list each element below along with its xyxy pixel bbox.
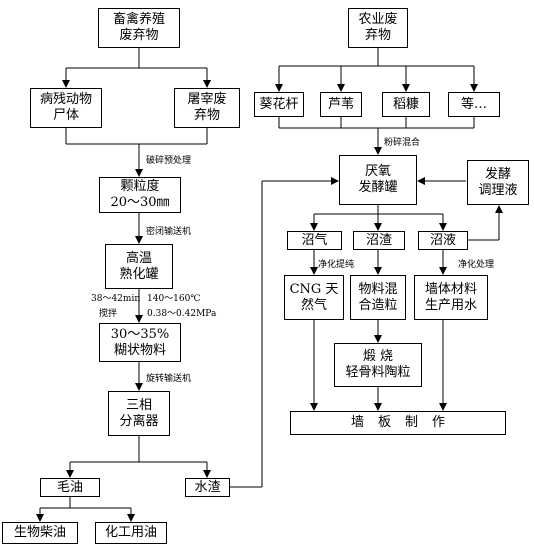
ceramsite-box: 煅 烧 轻骨料陶粒 [334,343,422,387]
sterilizer-box: 高温 熟化罐 [105,244,173,289]
slaughter-waste-box: 屠宰废 弃物 [174,88,240,128]
livestock-waste-box: 畜禽养殖 废弃物 [98,8,180,48]
temperature-label: 140～160℃ [147,294,201,304]
wall-board-box: 墙板制作 [290,411,506,435]
three-phase-separator-box: 三相 分离器 [108,391,170,436]
agricultural-waste-box: 农业废 弃物 [348,8,408,48]
reed-box: 芦苇 [320,92,362,117]
slurry-box: 沼液 [418,231,468,250]
sealed-conveyor-label: 密闭输送机 [146,227,192,237]
purify-extract-label: 净化提纯 [318,260,355,270]
granulation-box: 物料混 合造粒 [350,275,406,320]
fermentation-liquid-box: 发酵 调理液 [467,160,529,205]
sick-dead-animals-box: 病残动物 尸体 [30,88,102,128]
crush-mix-label: 粉碎混合 [384,138,421,148]
stir-label: 搅拌 [99,309,118,319]
etc-box: 等… [448,92,500,117]
chemical-oil-box: 化工用油 [95,522,167,544]
purify-treatment-label: 净化处理 [458,260,495,270]
cng-box: CNG 天 然气 [284,275,344,320]
rotary-conveyor-label: 旋转输送机 [146,374,192,384]
rice-husk-box: 稻糠 [382,92,430,117]
water-residue-box: 水渣 [185,478,230,497]
biodiesel-box: 生物柴油 [2,522,78,544]
sunflower-stalk-box: 葵花杆 [254,92,304,117]
crude-oil-box: 毛油 [40,478,100,497]
crush-pretreatment-label: 破碎预处理 [146,156,192,166]
paste-material-box: 30～35% 糊状物料 [99,323,181,362]
biogas-box: 沼气 [287,231,342,250]
particle-size-box: 颗粒度 20～30㎜ [99,177,181,213]
digestate-box: 沼渣 [353,231,405,250]
wall-water-box: 墙体材料 生产用水 [414,275,488,320]
anaerobic-tank-box: 厌氧 发酵罐 [339,155,417,205]
time-label: 38～42min [91,294,141,304]
pressure-label: 0.38～0.42MPa [147,309,217,319]
